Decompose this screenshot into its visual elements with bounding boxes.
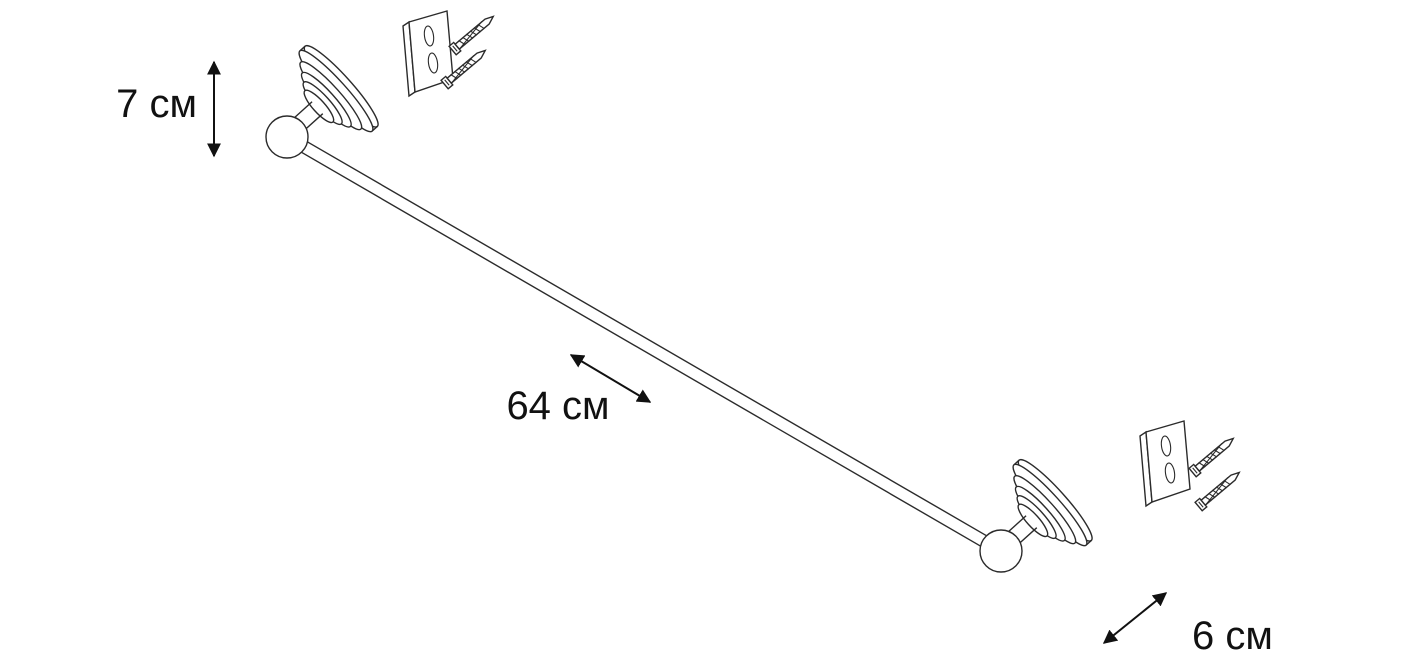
right-mounting-plate (1139, 420, 1191, 507)
length-dimension-label: 64 см (506, 384, 609, 428)
height-dimension: 7 см (116, 60, 221, 158)
right-mounting-screw-top (1188, 433, 1238, 478)
height-dimension-label: 7 см (116, 82, 197, 126)
length-dimension-arrow (569, 354, 652, 403)
depth-dimension-arrow (1102, 592, 1168, 644)
left-ball-end (265, 115, 309, 159)
right-mounting-screw-bottom (1194, 467, 1244, 512)
towel-bar-rail (299, 140, 989, 548)
left-mounting-screw-top (448, 11, 498, 56)
depth-dimension: 6 см (1102, 592, 1273, 658)
length-dimension: 64 см (506, 354, 652, 428)
right-ball-end (979, 529, 1023, 573)
depth-dimension-label: 6 см (1192, 614, 1273, 658)
